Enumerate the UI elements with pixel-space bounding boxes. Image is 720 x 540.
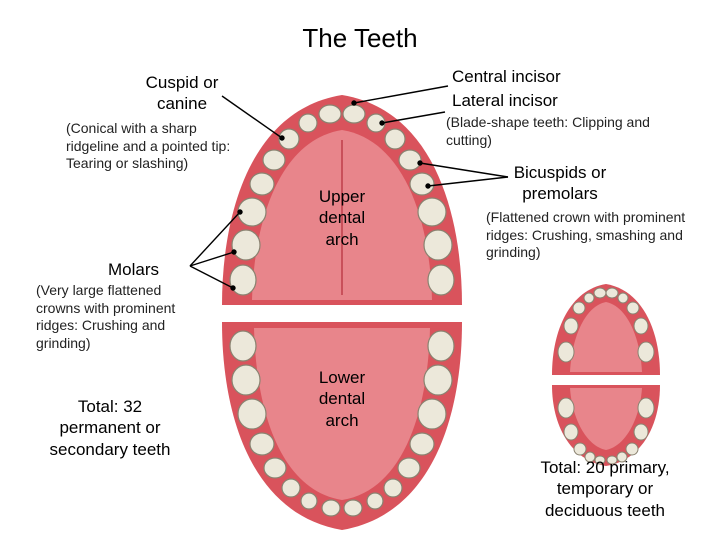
upper-dental-arch (222, 95, 462, 305)
lower-molar-right-1 (417, 398, 447, 430)
cuspid-label: Cuspid or canine (145, 73, 219, 114)
upper-premolar-left-1 (262, 149, 286, 171)
upper-arch-label: Upper dental arch (318, 187, 366, 249)
lower-canine-left (281, 478, 301, 498)
lower-molar-left-1 (237, 398, 267, 430)
primary-teeth (557, 287, 655, 465)
lower-premolar-left-2 (249, 432, 275, 456)
primary-upper-palate (570, 302, 642, 372)
leader-lateral-incisor (381, 111, 446, 124)
leader-bicuspid-1 (419, 162, 509, 178)
lower-central-incisor-left (321, 499, 341, 517)
molars-description: (Very large flattened crowns with promin… (36, 282, 176, 351)
upper-central-incisor-right (342, 104, 366, 124)
lower-premolar-right-2 (409, 432, 435, 456)
lower-lateral-incisor-left (300, 492, 318, 510)
upper-molar-right-3 (427, 264, 455, 296)
upper-canine-right (384, 128, 406, 150)
upper-molar-right-1 (417, 197, 447, 227)
lower-teeth (229, 330, 455, 517)
lower-molar-right-2 (423, 364, 453, 396)
bicuspids-label: Bicuspids or premolars (513, 163, 607, 204)
upper-premolar-right-1 (398, 149, 422, 171)
leader-central-incisor (353, 85, 449, 104)
lower-molar-right-3 (427, 330, 455, 362)
leader-molar-1 (189, 211, 241, 267)
upper-canine-left (278, 128, 300, 150)
cuspid-description: (Conical with a sharp ridgeline and a po… (66, 120, 231, 171)
upper-molar-left-2 (231, 229, 261, 261)
leader-bicuspid-2 (427, 176, 509, 187)
permanent-total: Total: 32 permanent or secondary teeth (49, 397, 171, 459)
lower-canine-right (383, 478, 403, 498)
upper-molar-right-2 (423, 229, 453, 261)
lower-premolar-right-1 (397, 457, 421, 479)
lower-molar-left-3 (229, 330, 257, 362)
page-title: The Teeth (302, 23, 418, 53)
lateral-incisor-label: Lateral incisor (452, 91, 558, 110)
upper-central-incisor-left (318, 104, 342, 124)
primary-lower-tongue (570, 388, 642, 450)
central-incisor-label: Central incisor (452, 67, 561, 86)
leader-molar-3 (189, 265, 234, 289)
lower-molar-left-2 (231, 364, 261, 396)
lower-lateral-incisor-right (366, 492, 384, 510)
primary-total: Total: 20 primary, temporary or deciduou… (540, 458, 670, 520)
upper-molar-left-3 (229, 264, 257, 296)
leader-lines (189, 85, 509, 291)
incisor-description: (Blade-shape teeth: Clipping and cutting… (446, 114, 650, 148)
molars-label: Molars (108, 260, 160, 279)
lower-arch-label: Lower dental arch (318, 368, 366, 430)
lower-central-incisor-right (343, 499, 363, 517)
lower-dental-arch (222, 322, 462, 530)
upper-premolar-left-2 (249, 172, 275, 196)
upper-teeth (229, 104, 455, 296)
leader-molar-2 (189, 251, 235, 267)
upper-premolar-right-2 (409, 172, 435, 196)
upper-lateral-incisor-left (298, 113, 318, 133)
lower-tongue-area (254, 328, 430, 500)
primary-teeth-diagram (552, 284, 660, 466)
bicuspids-description: (Flattened crown with prominent ridges: … (486, 209, 686, 260)
leader-cuspid (221, 95, 283, 139)
lower-premolar-left-1 (263, 457, 287, 479)
